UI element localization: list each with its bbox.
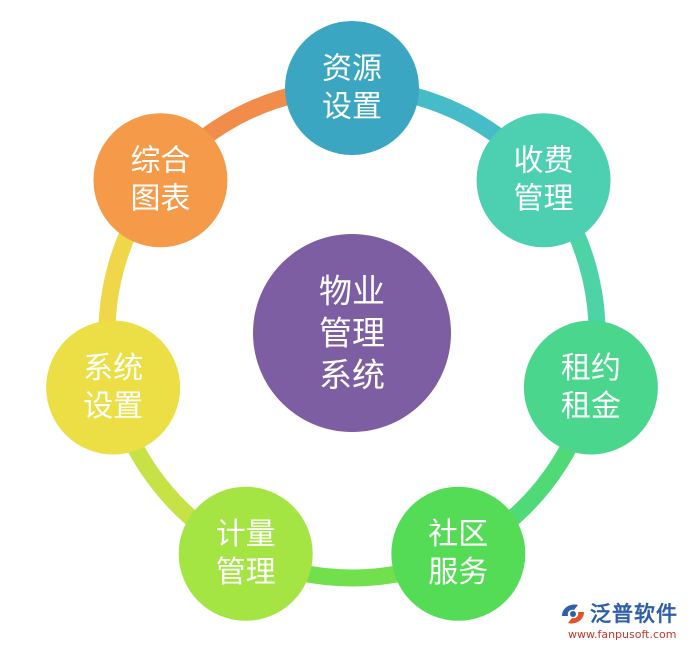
node-label-metering-management-line-1: 计量 [216, 517, 276, 552]
center-label-line-2: 管理 [319, 314, 385, 353]
node-circle-metering-management [178, 486, 313, 621]
node-circle-reports [93, 113, 228, 248]
node-label-system-settings-line-2: 设置 [83, 389, 143, 424]
center-label-line-3: 系统 [319, 356, 385, 395]
logo-name: 泛普软件 [590, 602, 678, 626]
node-label-metering-management-line-2: 管理 [216, 555, 276, 590]
node-label-billing-management-line-1: 收费 [514, 144, 574, 179]
node-circle-resource-settings [285, 21, 419, 155]
fanpusoft-logo: 泛普软件 www.fanpusoft.com [558, 598, 686, 648]
logo-url: www.fanpusoft.com [568, 628, 677, 641]
center-label-line-1: 物业 [319, 272, 385, 311]
node-label-community-services-line-1: 社区 [428, 517, 488, 552]
node-circle-billing-management [476, 113, 611, 248]
node-circle-lease-rent [523, 320, 658, 455]
node-label-lease-rent-line-2: 租金 [561, 389, 621, 424]
center-circle [253, 234, 451, 432]
node-label-system-settings-line-1: 系统 [83, 351, 143, 386]
node-label-lease-rent-line-1: 租约 [561, 351, 621, 386]
node-circle-community-services [391, 486, 526, 621]
node-label-billing-management-line-2: 管理 [514, 182, 574, 217]
logo-mark-icon [562, 604, 584, 624]
node-label-reports-line-2: 图表 [130, 182, 190, 217]
node-label-reports-line-1: 综合 [130, 144, 190, 179]
node-label-resource-settings-line-1: 资源 [322, 52, 382, 87]
node-label-community-services-line-2: 服务 [428, 555, 488, 590]
node-circle-system-settings [46, 320, 181, 455]
node-label-resource-settings-line-2: 设置 [322, 90, 382, 125]
